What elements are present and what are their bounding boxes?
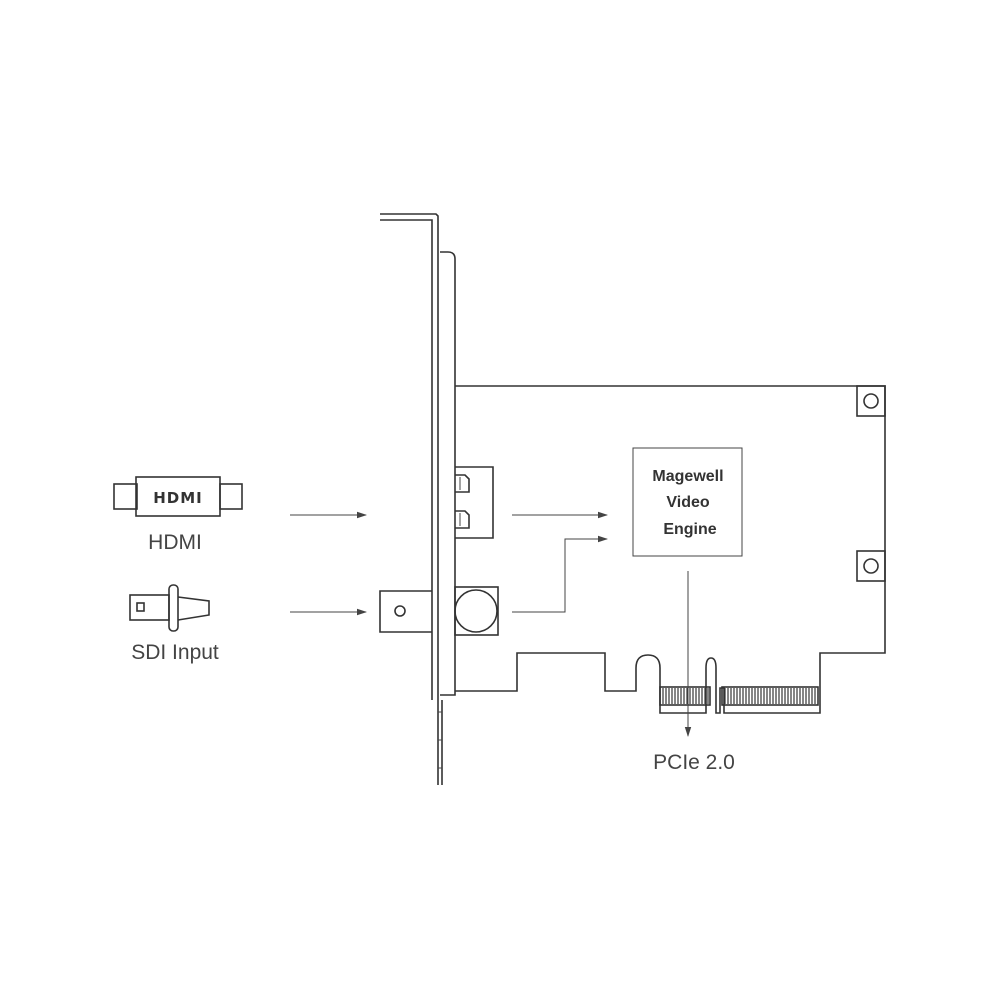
mounting-hole-middle	[856, 550, 886, 582]
engine-label-line1: Magewell	[652, 468, 723, 485]
hdmi-port	[455, 466, 494, 539]
bnc-port	[379, 586, 499, 636]
hdmi-logo: HDMI	[153, 489, 203, 507]
engine-label-line3: Engine	[663, 521, 716, 538]
circuit-board	[455, 385, 886, 714]
pcie-contacts-long	[721, 686, 819, 706]
pcie-contacts-short	[659, 686, 711, 706]
sdi-input-label: SDI Input	[131, 641, 219, 664]
sdi-connector-icon	[129, 584, 210, 632]
mounting-hole-top	[856, 385, 886, 417]
video-engine-box	[632, 447, 743, 557]
mounting-bracket	[380, 213, 456, 785]
hdmi-connector-icon: HDMI	[113, 476, 243, 517]
sdi-to-engine-arrow	[512, 535, 608, 613]
hdmi-label: HDMI	[148, 531, 202, 554]
engine-label-line2: Video	[666, 494, 710, 511]
pcie-label: PCIe 2.0	[653, 751, 735, 774]
